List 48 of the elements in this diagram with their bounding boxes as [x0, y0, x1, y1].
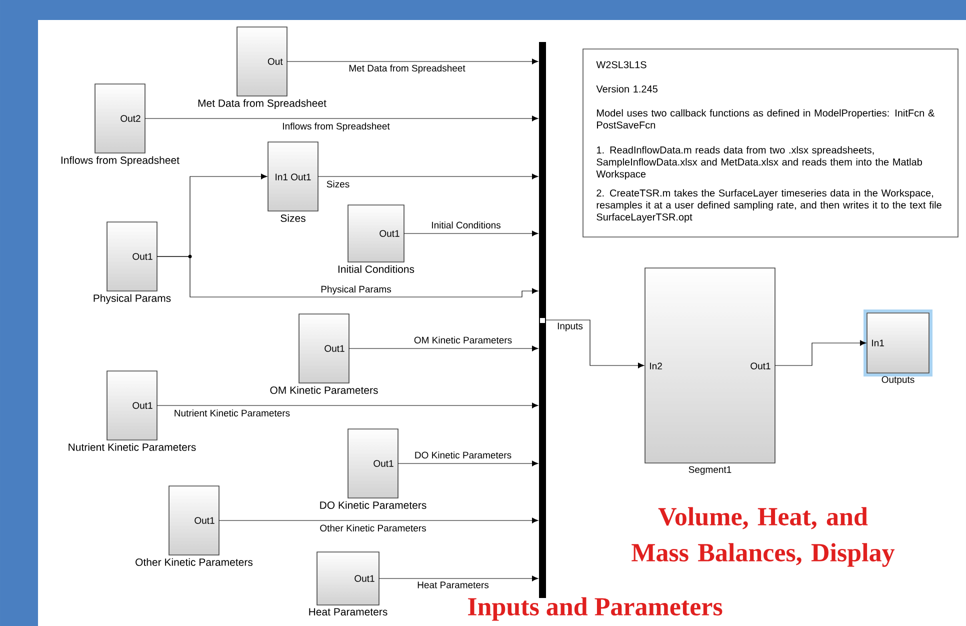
- signal-label: Initial Conditions: [430, 220, 502, 230]
- subsystem-block: In1 Out1 Sizes: [268, 142, 318, 222]
- signal-arrow: [398, 460, 538, 466]
- signal-label: Heat Parameters: [416, 580, 490, 590]
- node-label: Heat Parameters: [309, 608, 388, 616]
- signal-label: Physical Params: [320, 284, 392, 296]
- signal-label: DO Kinetic Parameters: [413, 450, 513, 460]
- signal-arrow: [286, 58, 538, 64]
- node-label: Outputs: [882, 376, 914, 385]
- node-label: Segment1: [688, 466, 732, 475]
- subsystem-block: Out1 Heat Parameters: [309, 552, 388, 616]
- subsystem-block: Out2 Inflows from Spreadsheet: [61, 84, 180, 166]
- node-label: Nutrient Kinetic Parameters: [68, 443, 196, 451]
- node-label: Met Data from Spreadsheet: [198, 99, 326, 109]
- node-label: Other Kinetic Parameters: [136, 558, 253, 566]
- annotation-box: W2SL3L1S Version 1.245 Model uses two callback functions as defined in ModelProperties: InitFcn & PostSaveFcn 1. ReadInflowData.m reads data from two .xlsx spreadsheets, SampleInflowData.xlsx and MetData.xlsx and reads them into the Matlab Workspace 2. CreateTSR.m takes the SurfaceLayer timeseries data in the Workspace, resamples it at a user defined sampling rate, and then writes it to the text file SurfaceLayerTSR.opt: [582, 48, 958, 238]
- signal-arrow: [144, 116, 538, 122]
- signal-label: Sizes: [325, 180, 351, 188]
- signal-arrow: [546, 320, 644, 368]
- subsystem-block: Out1 Other Kinetic Parameters: [136, 486, 253, 566]
- subsystem-block: In2 Out1 Segment1: [644, 268, 776, 475]
- signal-label: Inputs: [556, 322, 584, 332]
- signal-arrow: [348, 346, 538, 352]
- signal-arrow: [318, 174, 538, 180]
- subsystem-block: In1 Outputs: [864, 310, 932, 385]
- node-label: Initial Conditions: [338, 265, 414, 273]
- signal-label: OM Kinetic Parameters: [412, 336, 514, 344]
- node-label: DO Kinetic Parameters: [320, 501, 426, 509]
- section-title: Inputs and Parameters: [468, 597, 722, 621]
- signal-arrow: [156, 256, 538, 298]
- subsystem-block: Out Met Data from Spreadsheet: [198, 26, 326, 109]
- node-label: OM Kinetic Parameters: [270, 386, 378, 394]
- signal-label: Met Data from Spreadsheet: [348, 64, 466, 74]
- node-label: Physical Params: [94, 294, 171, 304]
- node-label: Inflows from Spreadsheet: [61, 156, 180, 166]
- signal-arrow: [774, 340, 866, 366]
- signal-label: Nutrient Kinetic Parameters: [172, 408, 292, 418]
- signal-label: Inflows from Spreadsheet: [281, 122, 391, 132]
- section-title: Volume, Heat, and Mass Balances, Display: [632, 507, 895, 567]
- signal-arrow: [378, 576, 538, 582]
- signal-arrow: [218, 518, 538, 524]
- signal-label: Other Kinetic Parameters: [318, 524, 428, 532]
- subsystem-block: Out1 OM Kinetic Parameters: [270, 314, 378, 394]
- subsystem-block: Out1 Physical Params: [94, 222, 171, 304]
- subsystem-block: Out1 Initial Conditions: [338, 204, 414, 273]
- signal-arrow: [156, 402, 538, 408]
- signal-arrow: [404, 230, 538, 236]
- node-label: Sizes: [280, 214, 306, 222]
